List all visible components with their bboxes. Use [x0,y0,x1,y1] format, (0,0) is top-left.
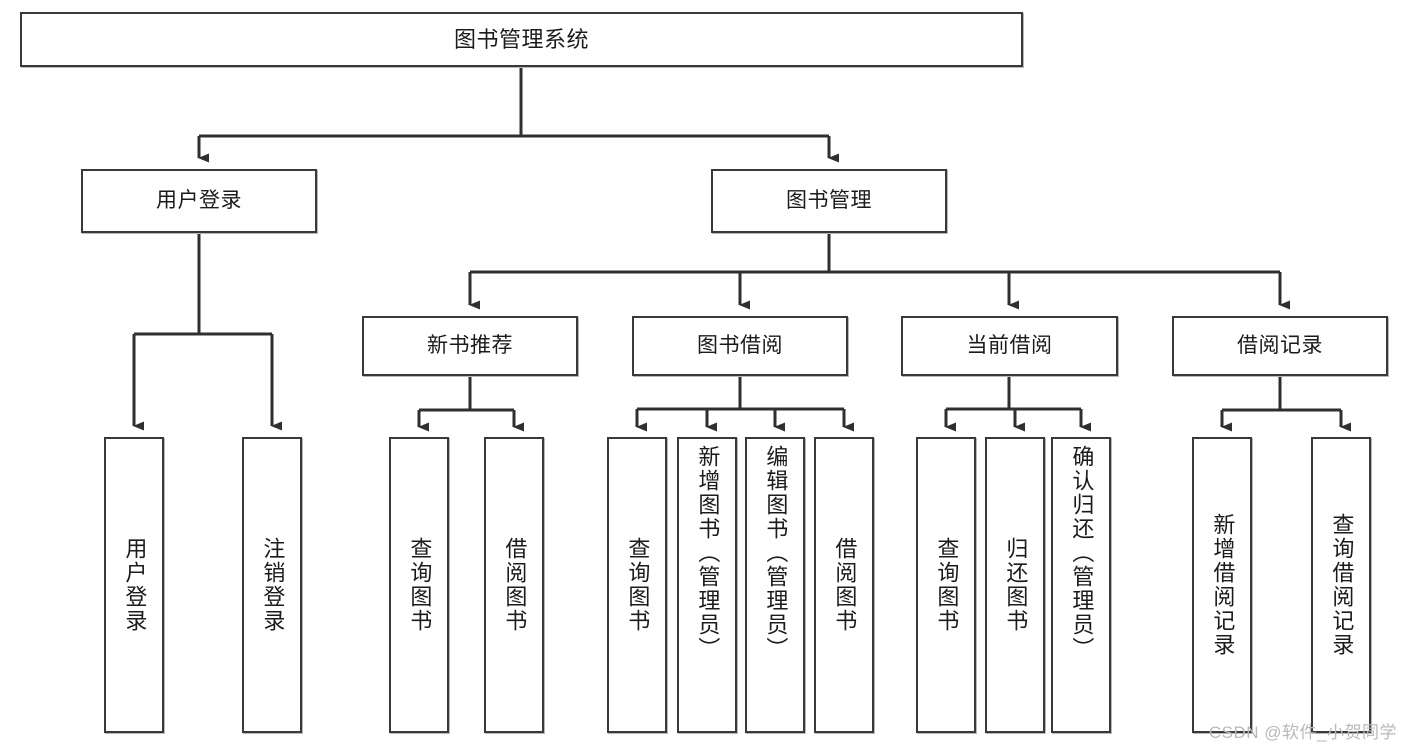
node-leaf-logout-label: 注销登录 [260,537,286,633]
node-leaf-confirm-return-label: 确认归还（管理员） [1069,445,1095,661]
node-leaf-return-book-label: 归还图书 [1003,537,1029,633]
node-leaf-confirm-return[interactable]: 确认归还（管理员） [1051,437,1111,733]
node-book-manage-label: 图书管理 [786,188,872,212]
node-leaf-add-book-label: 新增图书（管理员） [695,445,721,661]
node-leaf-user-login-label: 用户登录 [122,537,148,633]
node-root-label: 图书管理系统 [453,26,589,52]
node-leaf-borrow-book[interactable]: 借阅图书 [814,437,874,733]
node-book-manage[interactable]: 图书管理 [711,169,947,233]
node-leaf-query-book-cur[interactable]: 查询图书 [916,437,976,733]
node-borrow-record-label: 借阅记录 [1237,333,1323,357]
node-new-book-recommend[interactable]: 新书推荐 [362,316,578,376]
node-leaf-query-book-label: 查询图书 [625,537,651,633]
node-leaf-query-book-cur-label: 查询图书 [934,537,960,633]
node-root[interactable]: 图书管理系统 [20,12,1023,67]
node-leaf-edit-book-label: 编辑图书（管理员） [763,445,789,661]
node-leaf-edit-book[interactable]: 编辑图书（管理员） [745,437,805,733]
node-leaf-borrow-book-new-label: 借阅图书 [502,537,528,633]
node-leaf-add-record-label: 新增借阅记录 [1210,513,1236,657]
node-book-borrow-label: 图书借阅 [697,333,783,357]
node-leaf-return-book[interactable]: 归还图书 [985,437,1045,733]
node-user-login[interactable]: 用户登录 [81,169,317,233]
node-new-book-recommend-label: 新书推荐 [427,333,513,357]
node-user-login-label: 用户登录 [156,188,242,212]
node-leaf-query-book[interactable]: 查询图书 [607,437,667,733]
node-leaf-user-login[interactable]: 用户登录 [104,437,164,733]
node-borrow-record[interactable]: 借阅记录 [1172,316,1388,376]
node-leaf-add-book[interactable]: 新增图书（管理员） [677,437,737,733]
node-current-borrow-label: 当前借阅 [966,333,1053,357]
node-leaf-query-book-new-label: 查询图书 [407,537,433,633]
node-leaf-query-record-label: 查询借阅记录 [1329,513,1355,657]
node-book-borrow[interactable]: 图书借阅 [632,316,848,376]
node-leaf-logout[interactable]: 注销登录 [242,437,302,733]
node-leaf-query-book-new[interactable]: 查询图书 [389,437,449,733]
node-leaf-borrow-book-label: 借阅图书 [832,537,858,633]
node-current-borrow[interactable]: 当前借阅 [901,316,1118,376]
node-leaf-query-record[interactable]: 查询借阅记录 [1311,437,1371,733]
node-leaf-add-record[interactable]: 新增借阅记录 [1192,437,1252,733]
node-leaf-borrow-book-new[interactable]: 借阅图书 [484,437,544,733]
